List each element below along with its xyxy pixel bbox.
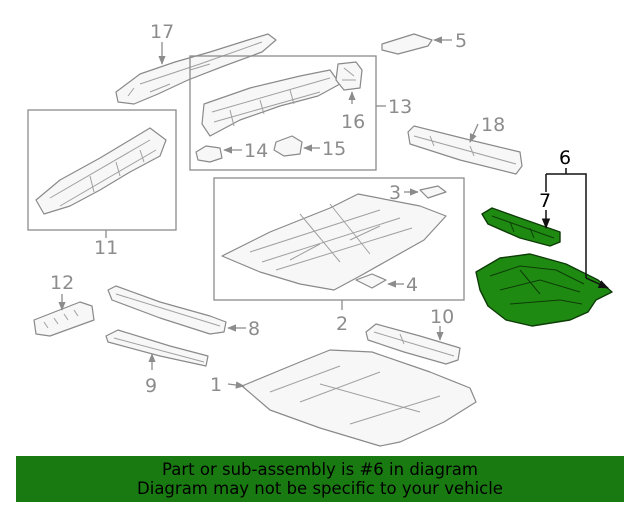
part-5-bracket[interactable] (381, 33, 433, 55)
callout-7[interactable]: 7 (539, 190, 551, 212)
callout-11[interactable]: 11 (94, 237, 118, 259)
part-1-floor-panel[interactable] (241, 349, 477, 447)
info-banner: Part or sub-assembly is #6 in diagram Di… (16, 456, 624, 502)
callout-5[interactable]: 5 (455, 30, 467, 52)
callout-15[interactable]: 15 (322, 138, 346, 160)
leader-18 (469, 123, 479, 143)
group-box-13 (189, 55, 377, 171)
part-4-plate[interactable] (355, 273, 387, 289)
callout-4[interactable]: 4 (406, 274, 418, 296)
part-2-floor-pan[interactable] (221, 193, 447, 291)
part-3-bracket[interactable] (419, 185, 447, 199)
callout-13[interactable]: 13 (388, 96, 412, 118)
group-box-2 (213, 177, 465, 301)
callout-17[interactable]: 17 (150, 21, 174, 43)
callout-6[interactable]: 6 (559, 147, 571, 169)
group-box-11 (27, 109, 177, 231)
leader-6 (585, 277, 609, 289)
callout-14[interactable]: 14 (244, 140, 268, 162)
part-14-bracket[interactable] (195, 145, 223, 163)
callout-3[interactable]: 3 (389, 182, 401, 204)
leader-1 (227, 381, 245, 389)
callout-18[interactable]: 18 (481, 114, 505, 136)
callout-9[interactable]: 9 (145, 375, 157, 397)
part-16-bracket[interactable] (335, 61, 363, 91)
part-9-rail[interactable] (105, 329, 209, 367)
part-15-bracket[interactable] (273, 135, 303, 157)
part-12-reinforcement[interactable] (33, 301, 95, 337)
part-13-crossmember[interactable] (201, 69, 341, 137)
callout-16[interactable]: 16 (341, 111, 365, 133)
banner-line-1: Part or sub-assembly is #6 in diagram (162, 460, 478, 479)
part-10-crossmember[interactable] (365, 323, 461, 365)
callout-8[interactable]: 8 (248, 318, 260, 340)
callout-2[interactable]: 2 (336, 313, 348, 335)
part-8-sill[interactable] (107, 285, 227, 335)
part-11-frame-rail[interactable] (35, 127, 167, 215)
callout-10[interactable]: 10 (430, 306, 454, 328)
parts-diagram: 17 5 16 13 14 15 18 11 (27, 21, 613, 447)
part-7-highlighted-bracket[interactable] (481, 207, 561, 247)
part-18-rail[interactable] (407, 125, 523, 175)
bracket-6 (545, 173, 587, 278)
banner-line-2: Diagram may not be specific to your vehi… (137, 479, 503, 498)
callout-1[interactable]: 1 (210, 374, 222, 396)
part-17-rail[interactable] (115, 33, 277, 105)
part-6-highlighted-tire-well[interactable] (475, 253, 613, 327)
callout-12[interactable]: 12 (50, 272, 74, 294)
